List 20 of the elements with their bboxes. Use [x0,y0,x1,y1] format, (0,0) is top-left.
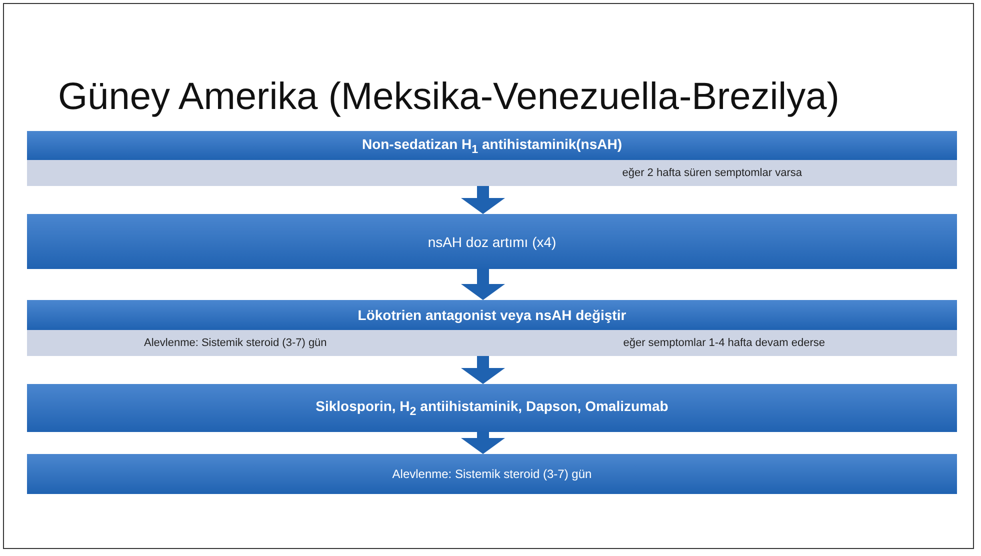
note-band [27,160,957,186]
band-text: Lökotrien antagonist veya nsAH değiştir [358,307,626,323]
band-text: eğer 2 hafta süren semptomlar varsa [622,167,802,179]
arrow [461,356,505,384]
title: Güney Amerika (Meksika-Venezuella-Brezilya) [58,76,840,119]
band-text: Non-sedatizan H$_{1}$ antihistaminik(nsAH) [362,136,622,156]
step-band [27,300,957,330]
arrow [461,186,505,214]
step-band [27,214,957,269]
band-text: Siklosporin, H$_{2}$ antiihistaminik, Dapson, Omalizumab [316,398,668,418]
step-band [27,131,957,160]
step-band [27,384,957,432]
step-band [27,454,957,494]
band-text: Alevlenme: Sistemik steroid (3-7) gün [144,337,327,349]
arrow [461,269,505,300]
band-text: Alevlenme: Sistemik steroid (3-7) gün [392,467,592,481]
band-text: eğer semptomlar 1-4 hafta devam ederse [623,337,825,349]
band-text: nsAH doz artımı (x4) [428,234,556,250]
note-band [27,330,957,356]
arrow [461,432,505,454]
